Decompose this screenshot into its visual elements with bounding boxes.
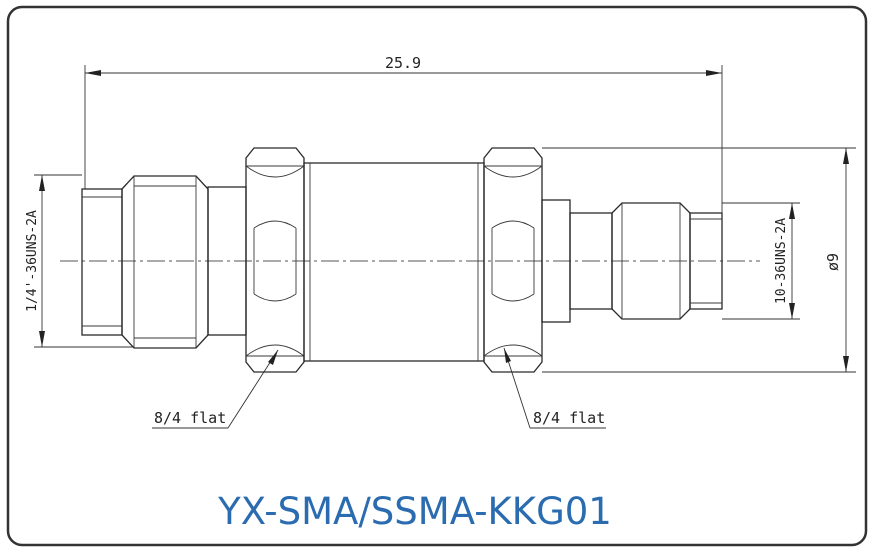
right-thread-dimension: 10-36UNS-2A xyxy=(722,202,800,320)
outer-diameter-dimension: ø9 xyxy=(542,147,856,373)
left-flat-label: 8/4 flat xyxy=(154,409,226,427)
left-thread-label: 1/4'-36UNS-2A xyxy=(25,210,40,312)
right-hex-nut xyxy=(483,147,543,373)
drawing-frame xyxy=(6,5,868,547)
right-thread-label: 10-36UNS-2A xyxy=(774,218,789,304)
left-hex-nut xyxy=(245,147,305,373)
left-thread-dimension: 1/4'-36UNS-2A xyxy=(25,174,134,348)
part-number-title: YX-SMA/SSMA-KKG01 xyxy=(217,490,612,533)
right-flat-callout: 8/4 flat xyxy=(503,347,606,429)
outer-diameter-label: ø9 xyxy=(824,253,842,271)
left-flat-callout: 8/4 flat xyxy=(152,349,279,429)
overall-length-label: 25.9 xyxy=(385,54,421,72)
overall-length-dimension: 25.9 xyxy=(84,54,723,213)
right-connector-end xyxy=(541,199,723,323)
right-flat-label: 8/4 flat xyxy=(533,409,605,427)
